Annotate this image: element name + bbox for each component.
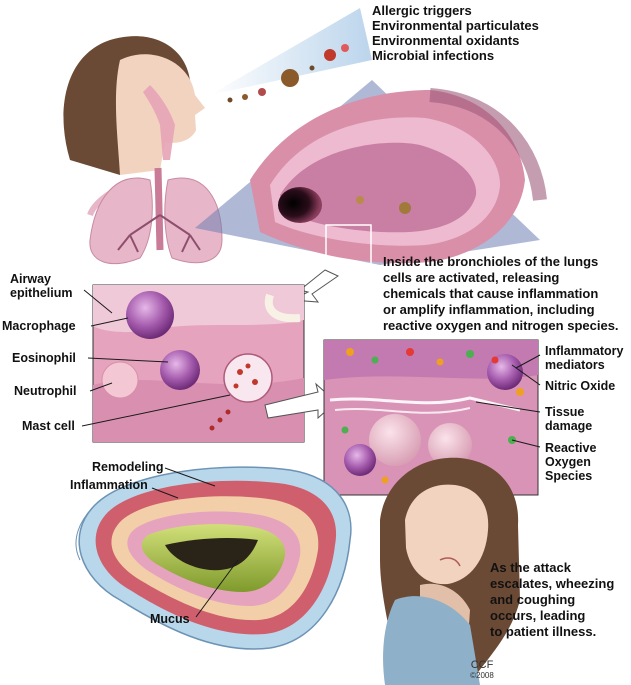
trigger-list: Allergic triggers Environmental particul… xyxy=(372,3,539,63)
caption-line: to patient illness. xyxy=(490,624,597,639)
leader-lines xyxy=(81,289,541,618)
label-line: mediators xyxy=(545,358,605,372)
label-line: Tissue xyxy=(545,405,585,419)
label-mast-cell: Mast cell xyxy=(22,419,75,433)
caption-line: chemicals that cause inflammation xyxy=(383,286,599,301)
trigger-allergic: Allergic triggers xyxy=(372,3,472,18)
trigger-beam xyxy=(210,8,372,103)
caption-line: occurs, leading xyxy=(490,608,586,623)
caption-line: cells are activated, releasing xyxy=(383,270,560,285)
bronchiole-caption: Inside the bronchioles of the lungs cell… xyxy=(383,254,619,334)
caption-line: escalates, wheezing xyxy=(490,576,615,591)
label-mucus: Mucus xyxy=(150,612,190,626)
label-line: damage xyxy=(545,419,593,433)
lungs xyxy=(89,167,223,265)
label-tissue-damage: Tissue damage xyxy=(545,405,592,433)
label-line: Airway xyxy=(10,272,51,286)
label-neutrophil: Neutrophil xyxy=(14,384,77,398)
label-inflammatory-mediators: Inflammatory mediators xyxy=(545,344,624,372)
label-airway-epithelium: Airway epithelium xyxy=(10,272,73,300)
caption-line: reactive oxygen and nitrogen species. xyxy=(383,318,619,333)
label-inflammation: Inflammation xyxy=(70,478,148,492)
label-line: Reactive xyxy=(545,441,597,455)
copyright-credit: CCF ©2008 xyxy=(462,659,502,681)
macrophage-cell xyxy=(126,291,174,339)
mast-cell xyxy=(209,353,273,431)
remodeled-airway xyxy=(75,466,352,650)
bronchiole-zoom xyxy=(195,80,547,266)
caption-line: or amplify inflammation, including xyxy=(383,302,595,317)
label-line: Inflammatory xyxy=(545,344,624,358)
trigger-particulates: Environmental particulates xyxy=(372,18,539,33)
label-eosinophil: Eosinophil xyxy=(12,351,76,365)
trigger-microbial: Microbial infections xyxy=(372,48,495,63)
eosinophil-cell xyxy=(160,350,200,390)
trigger-oxidants: Environmental oxidants xyxy=(372,33,520,48)
credit-mark: CCF xyxy=(470,659,494,671)
coughing-patient xyxy=(380,457,520,685)
label-reactive-oxygen-species: Reactive Oxygen Species xyxy=(545,441,596,483)
label-line: Oxygen xyxy=(545,455,591,469)
attack-caption: As the attack escalates, wheezing and co… xyxy=(490,560,614,640)
credit-year: ©2008 xyxy=(470,671,494,680)
label-remodeling: Remodeling xyxy=(92,460,164,474)
caption-line: As the attack xyxy=(490,560,571,575)
label-nitric-oxide: Nitric Oxide xyxy=(545,379,616,393)
label-line: Species xyxy=(545,469,593,483)
neutrophil-cell xyxy=(101,361,139,399)
label-macrophage: Macrophage xyxy=(2,319,76,333)
caption-line: and coughing xyxy=(490,592,576,607)
label-line: epithelium xyxy=(10,286,73,300)
caption-line: Inside the bronchioles of the lungs xyxy=(383,254,599,269)
cell-panel xyxy=(92,284,305,443)
